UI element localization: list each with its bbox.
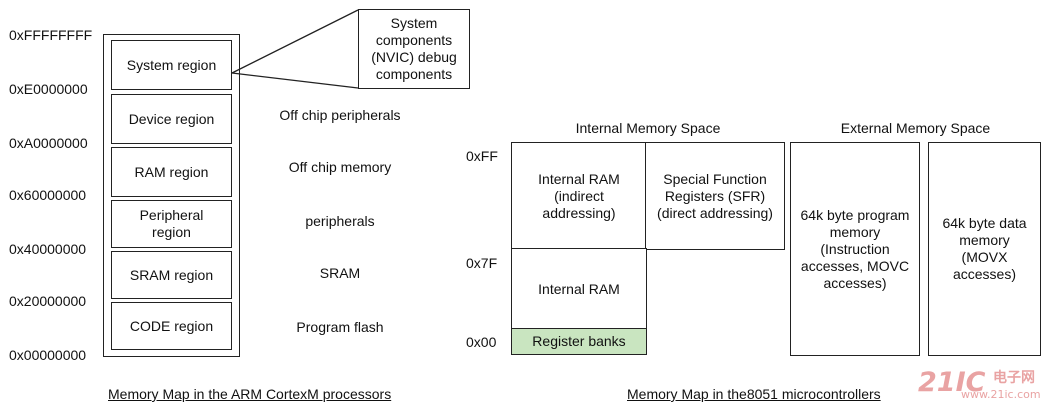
callout-text: System components (NVIC) debug component… bbox=[371, 15, 457, 82]
code-region: CODE region bbox=[111, 302, 232, 350]
internal-ram-lower: Internal RAM bbox=[511, 248, 647, 330]
memory-block-label: Special Function Registers (SFR) (direct… bbox=[657, 170, 773, 221]
memory-block-label: Register banks bbox=[532, 333, 626, 349]
peripheral-region: Peripheral region bbox=[111, 200, 232, 248]
region-label: System region bbox=[126, 56, 217, 73]
memory-block-label: Internal RAM bbox=[538, 280, 620, 297]
watermark-site-cn: 电子网 bbox=[993, 370, 1035, 386]
arm-memory-map-frame bbox=[103, 34, 240, 357]
region-label: RAM region bbox=[134, 163, 209, 180]
ram-region: RAM region bbox=[111, 147, 232, 197]
address-label: 0x60000000 bbox=[9, 187, 87, 203]
region-label: SRAM region bbox=[129, 266, 214, 283]
system-region: System region bbox=[111, 40, 232, 90]
system-components-callout: System components (NVIC) debug component… bbox=[358, 9, 470, 89]
special-function-registers: Special Function Registers (SFR) (direct… bbox=[645, 142, 785, 250]
watermark-site-en: www.21ic.com bbox=[961, 388, 1041, 401]
address-label: 0x00000000 bbox=[9, 347, 87, 363]
region-description: Off chip memory bbox=[288, 159, 392, 175]
region-label: CODE region bbox=[129, 317, 214, 334]
address-label: 0x00 bbox=[466, 334, 497, 350]
address-label: 0xA0000000 bbox=[9, 135, 88, 151]
arm-caption: Memory Map in the ARM CortexM processors bbox=[108, 386, 392, 402]
device-region: Device region bbox=[111, 94, 232, 144]
memory-block-label: 64k byte data memory (MOVX accesses) bbox=[942, 215, 1027, 282]
region-description: Program flash bbox=[296, 319, 384, 335]
address-label: 0x40000000 bbox=[9, 241, 87, 257]
address-label: 0xFFFFFFFF bbox=[9, 27, 93, 43]
external-memory-title: External Memory Space bbox=[840, 120, 991, 136]
register-banks: Register banks bbox=[511, 328, 647, 355]
watermark-brand: 21IC bbox=[918, 367, 986, 398]
address-label: 0xE0000000 bbox=[9, 81, 88, 97]
memory-block-label: 64k byte program memory (Instruction acc… bbox=[800, 206, 910, 291]
address-label: 0x20000000 bbox=[9, 293, 87, 309]
address-label: 0x7F bbox=[466, 255, 498, 271]
region-description: Off chip peripherals bbox=[279, 107, 401, 123]
external-data-memory: 64k byte data memory (MOVX accesses) bbox=[928, 142, 1041, 356]
external-program-memory: 64k byte program memory (Instruction acc… bbox=[790, 142, 920, 356]
region-description: SRAM bbox=[319, 265, 361, 281]
memory-block-label: Internal RAM (indirect addressing) bbox=[538, 170, 620, 221]
region-label: Peripheral region bbox=[139, 207, 204, 240]
internal-ram-indirect: Internal RAM (indirect addressing) bbox=[511, 142, 647, 250]
region-label: Device region bbox=[128, 110, 215, 127]
8051-caption: Memory Map in the8051 microcontrollers bbox=[627, 386, 881, 402]
sram-region: SRAM region bbox=[111, 251, 232, 299]
region-description: peripherals bbox=[305, 213, 375, 229]
internal-memory-title: Internal Memory Space bbox=[575, 120, 721, 136]
address-label: 0xFF bbox=[466, 148, 498, 164]
